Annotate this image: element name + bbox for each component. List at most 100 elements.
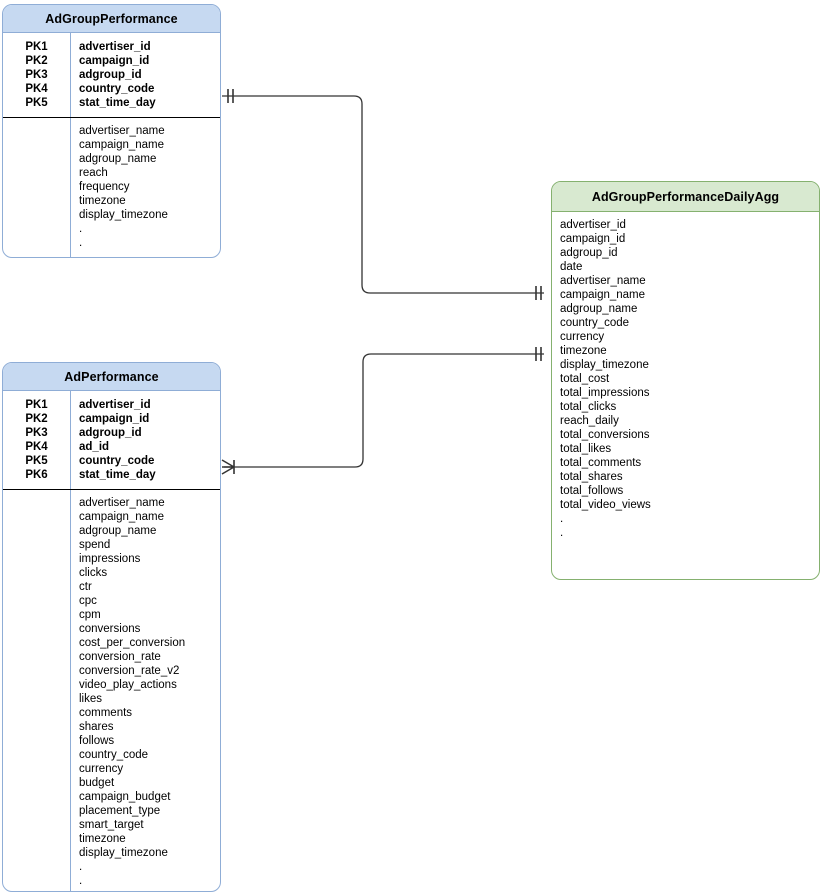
attribute-row: cost_per_conversion — [79, 637, 186, 649]
attribute-row: advertiser_name — [560, 275, 646, 287]
attribute-row: follows — [79, 735, 115, 747]
attribute-row: budget — [79, 777, 115, 789]
attribute-row: campaign_name — [79, 139, 165, 151]
attribute-row: cpm — [79, 609, 101, 621]
pk-label: PK6 — [25, 469, 48, 481]
attribute-row: shares — [79, 721, 114, 733]
attribute-row: smart_target — [79, 819, 144, 831]
attribute-row: advertiser_id — [560, 219, 626, 231]
pk-label: PK5 — [25, 455, 48, 467]
pk-field: campaign_id — [79, 413, 150, 425]
attribute-row: adgroup_id — [560, 247, 618, 259]
attribute-row: total_comments — [560, 457, 642, 469]
attribute-row: adgroup_name — [560, 303, 638, 315]
attribute-row: . — [79, 237, 83, 249]
attribute-row: timezone — [79, 833, 126, 845]
entity-adgroup-performance[interactable]: AdGroupPerformance PK1 PK2 PK3 PK4 PK5 a… — [2, 4, 221, 258]
attribute-row: conversions — [79, 623, 141, 635]
attribute-row: likes — [79, 693, 103, 705]
pk-field: advertiser_id — [79, 399, 151, 411]
attribute-row: frequency — [79, 181, 130, 193]
pk-field: campaign_id — [79, 55, 150, 67]
attribute-row: reach_daily — [560, 415, 619, 427]
pk-field: stat_time_day — [79, 469, 156, 481]
attribute-row: timezone — [79, 195, 126, 207]
relationship-ad-to-daily-agg[interactable] — [221, 347, 544, 475]
attribute-column-daily-agg: advertiser_id campaign_id adgroup_id dat… — [552, 212, 819, 548]
pk-label: PK1 — [25, 41, 48, 53]
attribute-row: . — [560, 513, 564, 525]
relationship-adgroup-to-daily-agg[interactable] — [222, 89, 544, 300]
pk-field: stat_time_day — [79, 97, 156, 109]
attribute-row: conversion_rate — [79, 651, 161, 663]
attribute-row: total_video_views — [560, 499, 651, 511]
attribute-row: timezone — [560, 345, 607, 357]
pk-label: PK4 — [25, 441, 48, 453]
attribute-row: country_code — [560, 317, 630, 329]
attribute-row: campaign_name — [560, 289, 646, 301]
entity-title-adgroup-performance-daily-agg: AdGroupPerformanceDailyAgg — [552, 182, 819, 212]
attribute-row: adgroup_name — [79, 525, 157, 537]
primary-key-section-adgroup-performance: PK1 PK2 PK3 PK4 PK5 advertiser_id campai… — [3, 33, 220, 118]
attribute-row: placement_type — [79, 805, 161, 817]
pk-field: adgroup_id — [79, 427, 142, 439]
attribute-gutter — [3, 490, 71, 891]
pk-field: country_code — [79, 455, 155, 467]
pk-label: PK3 — [25, 69, 48, 81]
attribute-row: conversion_rate_v2 — [79, 665, 180, 677]
attribute-row: total_conversions — [560, 429, 650, 441]
attribute-row: currency — [79, 763, 124, 775]
attribute-row: date — [560, 261, 583, 273]
attribute-row: display_timezone — [79, 847, 168, 859]
attribute-row: . — [79, 223, 83, 235]
attribute-column: advertiser_name campaign_name adgroup_na… — [71, 118, 220, 257]
attribute-row: reach — [79, 167, 108, 179]
pk-label-column: PK1 PK2 PK3 PK4 PK5 — [3, 33, 71, 117]
attribute-row: advertiser_name — [79, 497, 165, 509]
attribute-row: total_impressions — [560, 387, 650, 399]
entity-body-adgroup-performance: PK1 PK2 PK3 PK4 PK5 advertiser_id campai… — [3, 33, 220, 257]
attribute-gutter — [3, 118, 71, 257]
cardinality-one-and-only-one-right — [535, 286, 542, 300]
attribute-row: cpc — [79, 595, 97, 607]
entity-title-adgroup-performance: AdGroupPerformance — [3, 5, 220, 33]
pk-label: PK3 — [25, 427, 48, 439]
attribute-row: ctr — [79, 581, 92, 593]
cardinality-many-left — [221, 459, 235, 475]
pk-label: PK5 — [25, 97, 48, 109]
pk-label: PK2 — [25, 55, 48, 67]
entity-title-ad-performance: AdPerformance — [3, 363, 220, 391]
relationship-line — [224, 353, 544, 468]
pk-label-column: PK1 PK2 PK3 PK4 PK5 PK6 — [3, 391, 71, 489]
pk-field-column: advertiser_id campaign_id adgroup_id ad_… — [71, 391, 220, 489]
entity-adgroup-performance-daily-agg[interactable]: AdGroupPerformanceDailyAgg advertiser_id… — [551, 181, 820, 580]
attribute-row: impressions — [79, 553, 141, 565]
entity-body-ad-performance: PK1 PK2 PK3 PK4 PK5 PK6 advertiser_id ca… — [3, 391, 220, 891]
pk-field: advertiser_id — [79, 41, 151, 53]
attribute-row: spend — [79, 539, 111, 551]
attribute-row: total_clicks — [560, 401, 617, 413]
attribute-row: campaign_name — [79, 511, 165, 523]
pk-label: PK1 — [25, 399, 48, 411]
relationship-line — [222, 95, 544, 294]
attribute-row: . — [79, 875, 83, 887]
attribute-row: country_code — [79, 749, 149, 761]
attribute-row: video_play_actions — [79, 679, 177, 691]
attribute-row: total_cost — [560, 373, 610, 385]
attribute-row: display_timezone — [79, 209, 168, 221]
pk-field: ad_id — [79, 441, 110, 453]
attribute-row: campaign_budget — [79, 791, 171, 803]
attribute-row: currency — [560, 331, 605, 343]
attribute-row: . — [560, 527, 564, 539]
cardinality-one-and-only-one-left — [227, 89, 234, 103]
pk-field: country_code — [79, 83, 155, 95]
attribute-column: advertiser_name campaign_name adgroup_na… — [71, 490, 220, 891]
cardinality-one-and-only-one-right-2 — [535, 347, 542, 361]
attribute-row: total_follows — [560, 485, 624, 497]
pk-field: adgroup_id — [79, 69, 142, 81]
entity-ad-performance[interactable]: AdPerformance PK1 PK2 PK3 PK4 PK5 PK6 ad… — [2, 362, 221, 892]
attribute-row: total_shares — [560, 471, 623, 483]
attribute-section-ad-performance: advertiser_name campaign_name adgroup_na… — [3, 490, 220, 891]
attribute-row: advertiser_name — [79, 125, 165, 137]
